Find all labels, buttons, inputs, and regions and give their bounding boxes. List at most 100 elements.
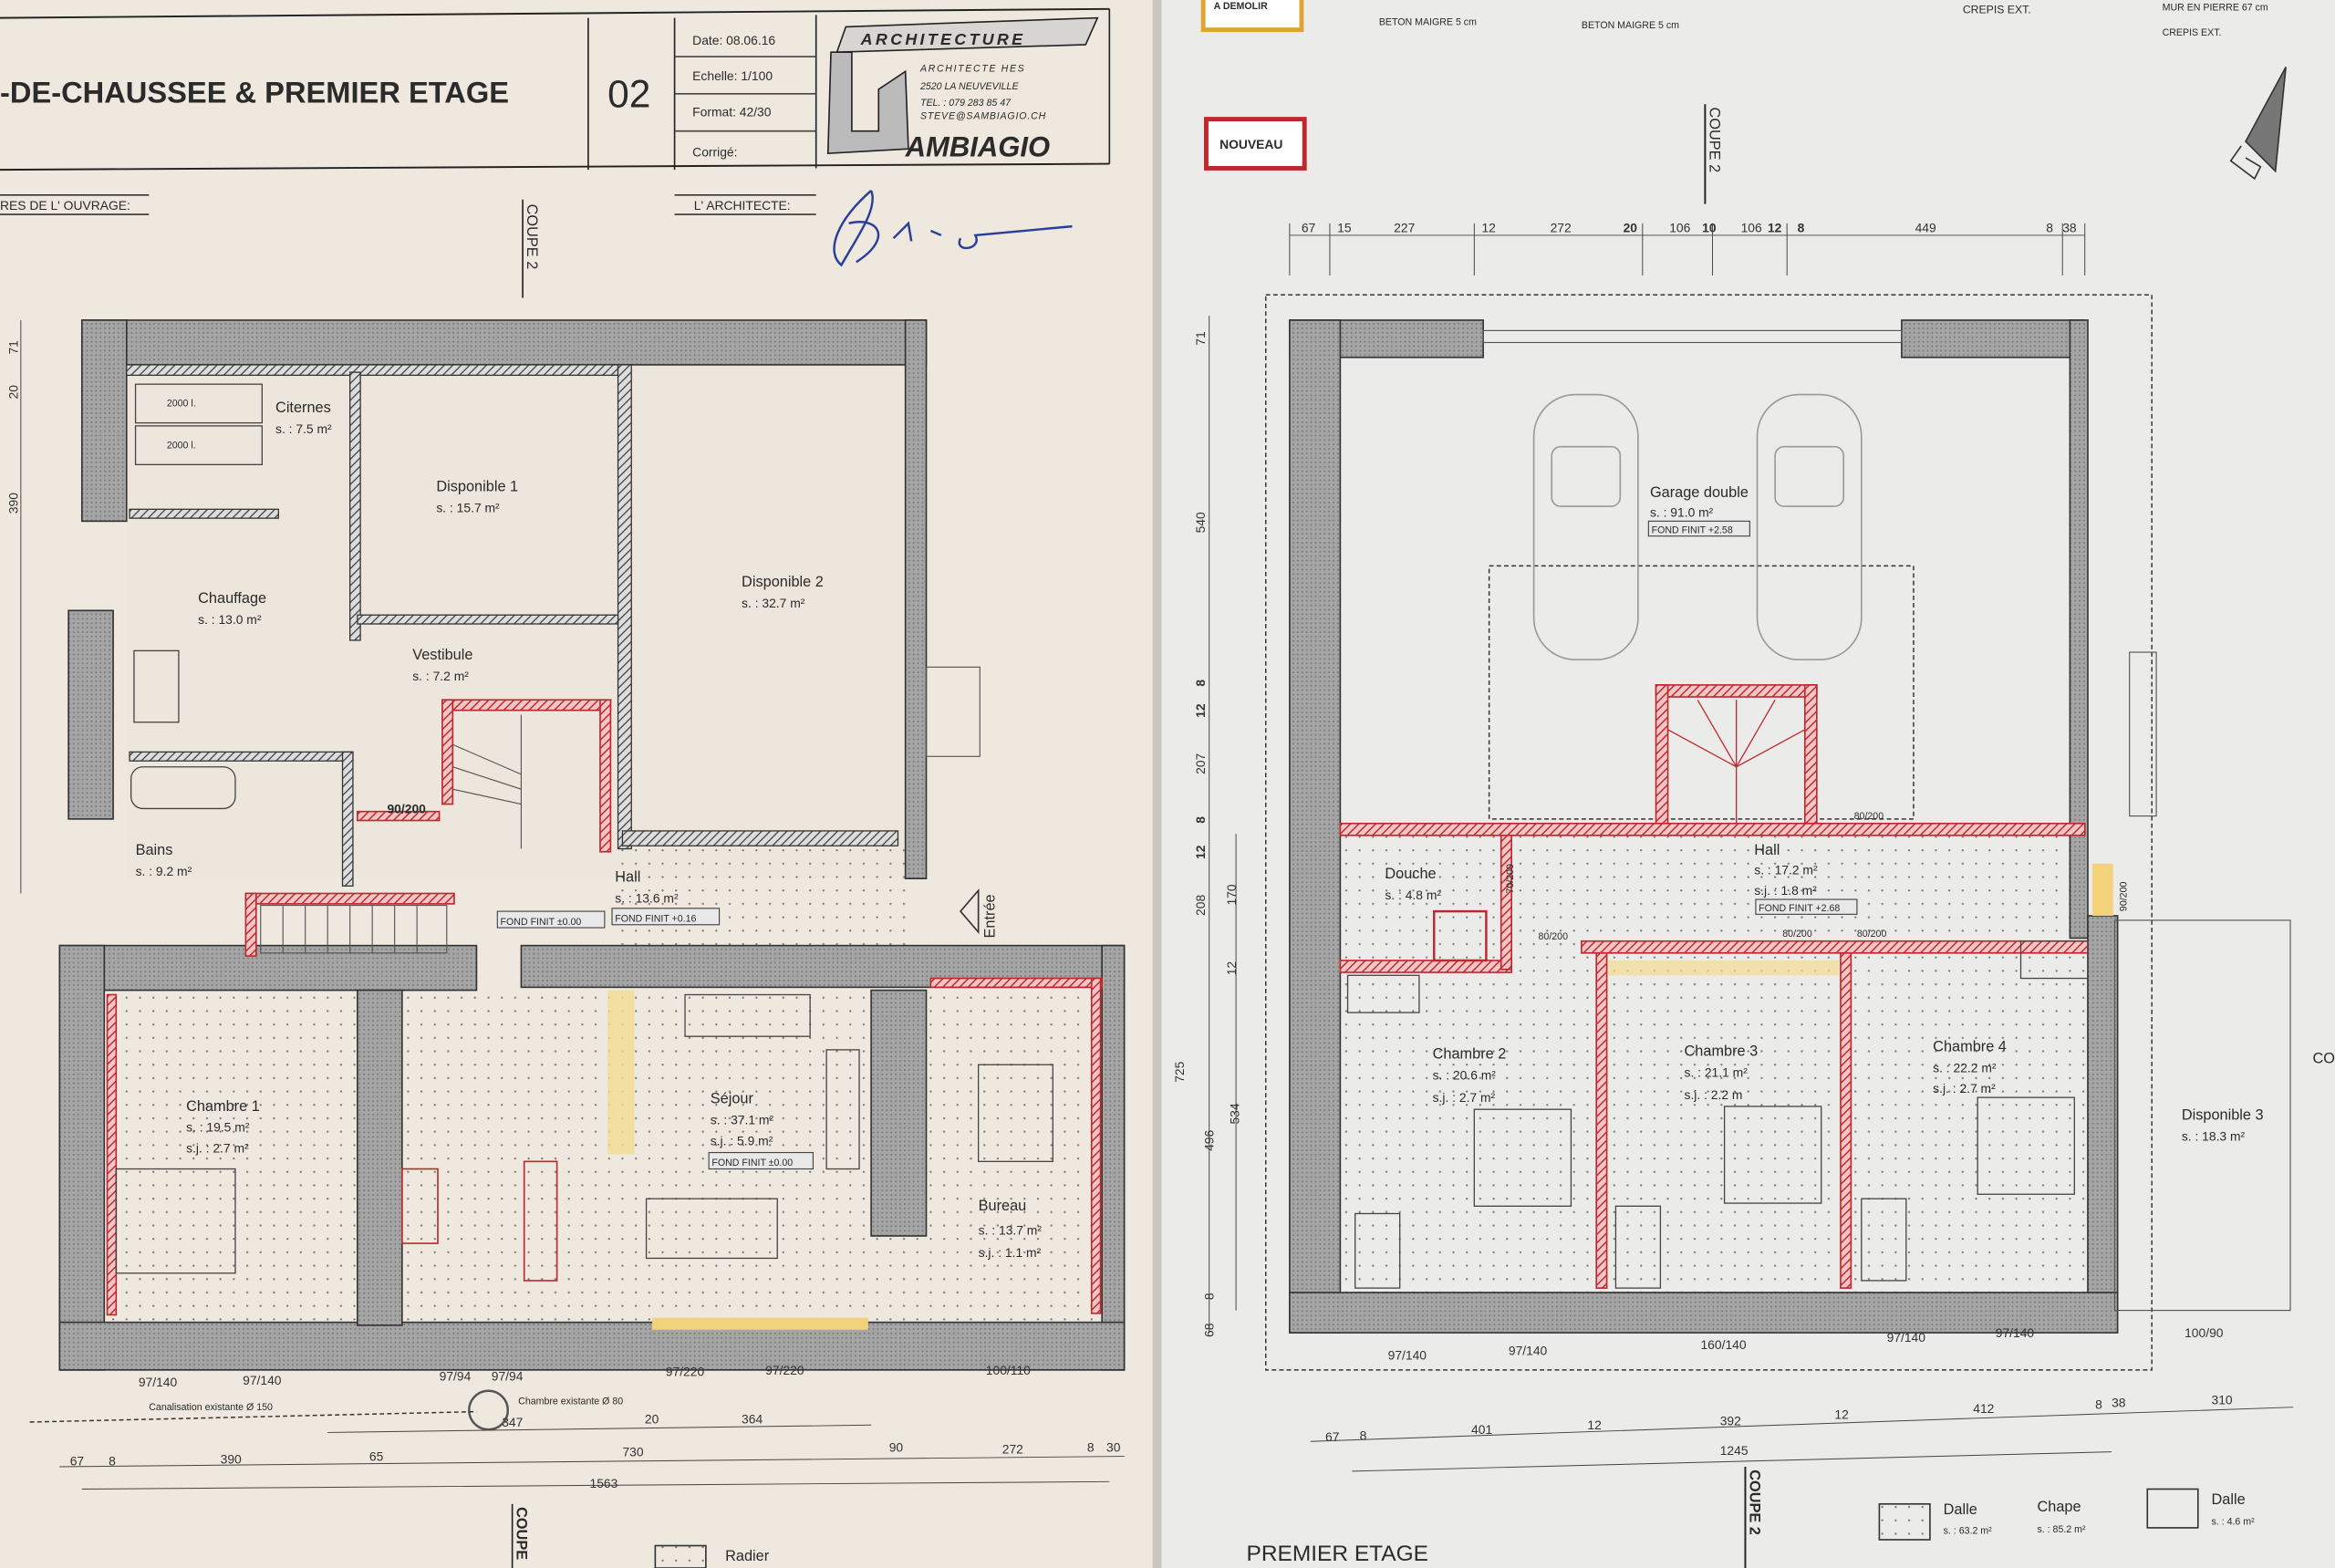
note: BETON MAIGRE 5 cm: [1582, 20, 1679, 31]
dimension-label: 390: [6, 493, 21, 514]
room-area: s. : 13.0 m²: [198, 612, 262, 627]
date: Date: 08.06.16: [692, 33, 775, 47]
sheet-number: 02: [607, 73, 650, 116]
total-dimension: 1245: [1720, 1443, 1749, 1458]
floor-level: FOND FINIT +2.58: [1652, 524, 1733, 535]
dimension-label: 12: [1768, 221, 1782, 235]
window-label: 97/140: [1509, 1344, 1548, 1358]
architect-signature: [833, 190, 1073, 267]
north-arrow-icon: [2229, 67, 2287, 181]
room-name: Citernes: [275, 400, 331, 416]
room-name: Bureau: [979, 1198, 1027, 1214]
dimension-label: 725: [1172, 1061, 1187, 1082]
dimension-label: 401: [1471, 1422, 1492, 1437]
dimension-label: 8: [1202, 1293, 1217, 1300]
room-area: s. : 91.0 m²: [1650, 504, 1714, 519]
note: Chambre existante Ø 80: [518, 1396, 623, 1407]
entrance-label: Entrée: [982, 894, 999, 938]
car-icon: [1756, 393, 1863, 661]
car-icon: [1532, 393, 1639, 661]
room-name: Chambre 2: [1433, 1046, 1507, 1063]
legend-area: s. : 4.6 m²: [2211, 1517, 2255, 1528]
dimension-label: 272: [1002, 1441, 1023, 1456]
dimension-label: 272: [1551, 221, 1572, 235]
room-name: Chambre 3: [1685, 1043, 1759, 1059]
dimension-label: 12: [1481, 221, 1496, 235]
section-marker: CO: [2313, 1051, 2335, 1067]
dimension-label: 227: [1394, 221, 1415, 235]
door-label: 90/200: [2118, 882, 2129, 912]
room-name: Chauffage: [198, 590, 266, 607]
room-name: Séjour: [711, 1091, 754, 1107]
legend-label: Dalle: [2211, 1491, 2245, 1508]
dimension-label: 20: [1624, 221, 1638, 235]
room-name: Disponible 3: [2182, 1107, 2264, 1124]
owner-label: RES DE L' OUVRAGE:: [0, 198, 130, 213]
legend-area: s. : 63.2 m²: [1944, 1525, 1993, 1536]
corrected: Corrigé:: [692, 144, 737, 159]
window-label: 97/220: [765, 1363, 804, 1377]
window-label: 97/140: [1388, 1347, 1427, 1362]
window-label: 97/140: [1887, 1330, 1926, 1345]
dimension-label: 540: [1193, 512, 1208, 533]
new-legend-badge: [1204, 117, 1307, 171]
legend-label: Chape: [2037, 1499, 2081, 1515]
dimension-label: 8: [1193, 816, 1208, 824]
tank-label: 2000 l.: [167, 399, 196, 410]
legend-label: Radier: [725, 1548, 770, 1564]
dimension-label: 106: [1741, 221, 1762, 235]
dimension-label: 2520 LA NEUVEVILLE: [919, 81, 1019, 92]
door-label: 80/200: [1857, 929, 1887, 940]
dimension-label: 10: [1702, 221, 1717, 235]
dimension-label: STEVE@SAMBIAGIO.CH: [920, 111, 1046, 122]
dimension-label: ARCHITECTE HES: [919, 63, 1025, 74]
dimension-label: 392: [1720, 1413, 1741, 1428]
dimension-label: 90: [889, 1440, 904, 1455]
room-area: s.j. : 1.8 m²: [1754, 883, 1817, 898]
room-name: Garage double: [1650, 484, 1749, 501]
room-area: s. : 21.1 m²: [1685, 1064, 1749, 1079]
dimension-label: 65: [369, 1449, 384, 1463]
dimension-label: 534: [1227, 1103, 1241, 1124]
title-block: -DE-CHAUSSEE & PREMIER ETAGE 02 Date: 08…: [0, 7, 1111, 298]
demolish-legend-badge: [1200, 0, 1304, 33]
dimension-label: 38: [2112, 1396, 2126, 1410]
dimension-label: 496: [1202, 1129, 1217, 1150]
room-area: s. : 20.6 m²: [1433, 1068, 1497, 1083]
dimension-label: 71: [1193, 331, 1208, 346]
room-name: Disponible 2: [742, 574, 824, 590]
dimension-label: 8: [2095, 1397, 2102, 1411]
dimension-label: 106: [1669, 221, 1690, 235]
room-area: s.j. : 2.7 m²: [1933, 1081, 1996, 1096]
first-floor-sheet: A DEMOLIR NOUVEAU BETON MAIGRE 5 cm BETO…: [1172, 0, 2335, 1568]
section-marker: COUPE 2: [524, 204, 540, 270]
room-area: s. : 4.8 m²: [1385, 888, 1441, 902]
window-label: 160/140: [1700, 1337, 1746, 1352]
dimension-label: 8: [1798, 221, 1805, 235]
door-label: 80/200: [1539, 931, 1569, 942]
legend-label: Dalle: [1944, 1501, 1977, 1518]
legend-swatch-plain: [2146, 1488, 2199, 1529]
dimension-label: 364: [742, 1412, 763, 1427]
room-area: s.j. : 2.2 m: [1685, 1087, 1743, 1102]
dimension-label: 170: [1224, 884, 1239, 905]
room-area: s. : 7.2 m²: [412, 669, 469, 683]
dimension-label: 67: [1302, 221, 1316, 235]
dimension-label: 412: [1973, 1401, 1994, 1416]
room-area: s. : 15.7 m²: [436, 501, 500, 515]
dimension-label: 38: [2062, 221, 2077, 235]
dimension-label: 20: [645, 1412, 659, 1427]
window-label: 97/140: [243, 1373, 282, 1387]
note: CREPIS EXT.: [2163, 27, 2222, 38]
dimension-label: 730: [622, 1445, 643, 1459]
room-area: s. : 17.2 m²: [1754, 862, 1818, 877]
window-label: 100/90: [2185, 1325, 2224, 1340]
room-area: s. : 9.2 m²: [136, 864, 192, 878]
floor-level: FOND FINIT +0.16: [615, 914, 696, 925]
room-name: Disponible 1: [436, 479, 518, 495]
room-name: Hall: [1754, 842, 1780, 858]
format: Format: 42/30: [692, 104, 772, 119]
dimension-label: 67: [1325, 1429, 1340, 1444]
dimension-label: 30: [1106, 1440, 1121, 1455]
architect-label: L' ARCHITECTE:: [694, 198, 791, 213]
